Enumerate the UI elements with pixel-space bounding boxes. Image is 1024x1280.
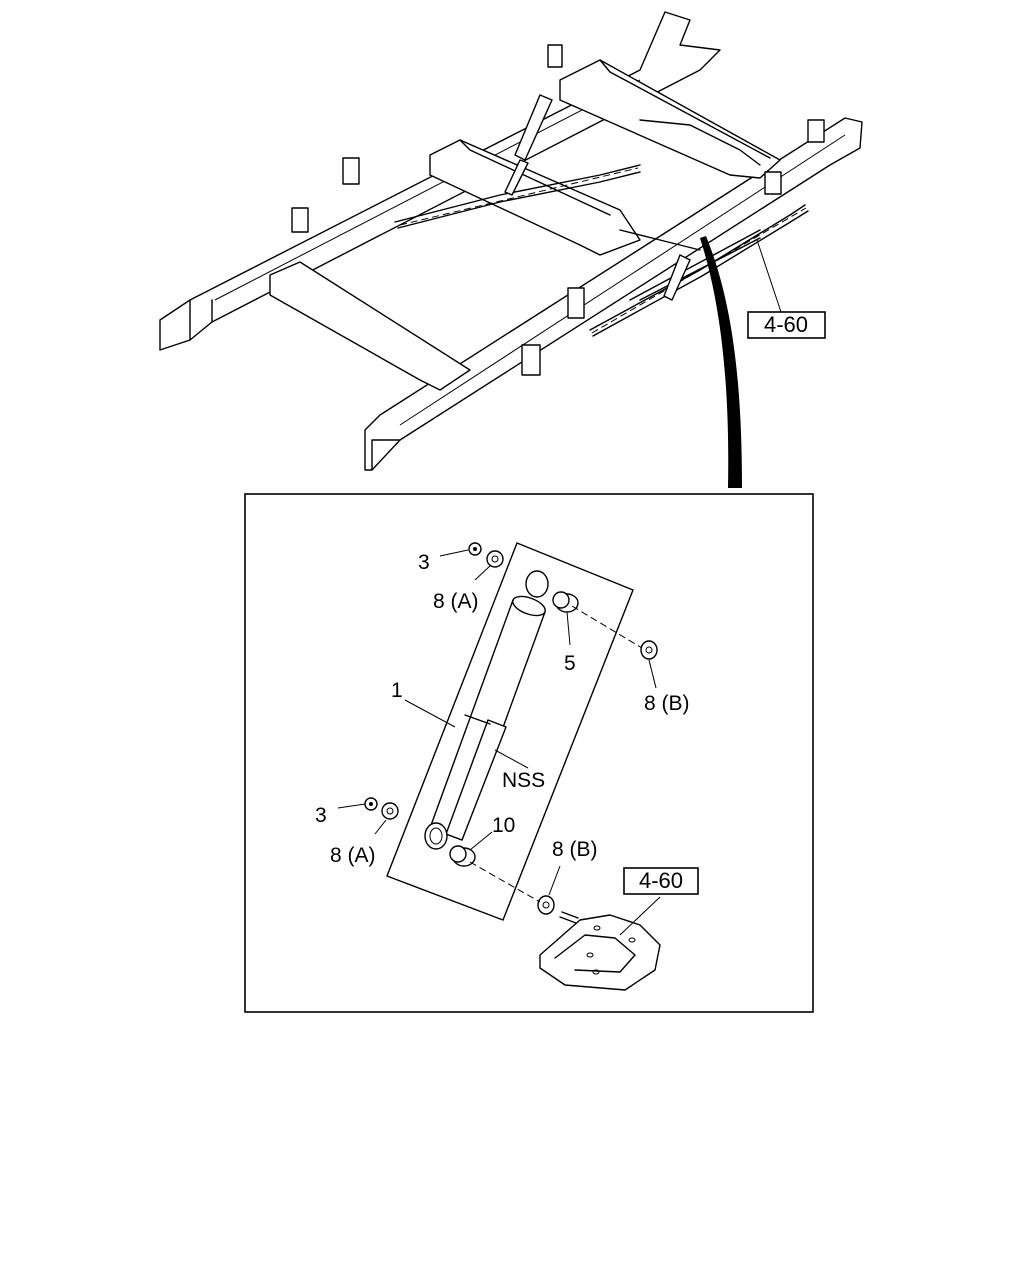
- detail-pointer-arrow: [700, 236, 742, 488]
- leaf-springs: [394, 164, 809, 337]
- shock-group-box: [386, 542, 634, 921]
- ref-box-4-60[interactable]: 4-60: [747, 311, 826, 339]
- chassis-frame-overview: 4-60: [159, 11, 863, 488]
- lower-assembly-axis: [469, 861, 541, 903]
- callout-labels: 3 8 (A) 5 8 (B) 1 NSS 3 8 (A) 10 8 (B): [315, 551, 690, 867]
- svg-text:4-60: 4-60: [639, 868, 683, 893]
- detail-frame: [244, 493, 814, 1013]
- callout-bushing-lower: 10: [492, 814, 515, 837]
- callout-nut-upper: 3: [418, 551, 430, 574]
- callout-shock-absorber: 1: [391, 679, 403, 702]
- spring-hangers: [291, 44, 825, 376]
- callout-washer-upper-b: 8 (B): [644, 692, 690, 715]
- cross-members: [269, 59, 781, 391]
- bushing-upper[interactable]: [552, 591, 579, 613]
- nut-lower[interactable]: [364, 797, 378, 811]
- callout-washer-lower-b: 8 (B): [552, 838, 598, 861]
- svg-text:4-60: 4-60: [764, 312, 808, 337]
- bushing-lower[interactable]: [449, 845, 476, 867]
- shock-absorber[interactable]: [424, 570, 549, 850]
- left-frame-rail: [159, 11, 721, 351]
- washer-lower-b[interactable]: [537, 895, 555, 915]
- detail-view: 3 8 (A) 5 8 (B) 1 NSS 3 8 (A) 10 8 (B) 4…: [244, 493, 814, 1013]
- mounting-bracket[interactable]: [539, 911, 661, 991]
- callout-washer-upper-a: 8 (A): [433, 590, 479, 613]
- bracket-ref-box-4-60[interactable]: 4-60: [623, 867, 699, 895]
- axle-outline: [639, 119, 761, 166]
- callout-nss: NSS: [502, 769, 545, 792]
- washer-upper-b[interactable]: [640, 640, 658, 660]
- callout-leaders: [337, 549, 661, 936]
- upper-assembly-axis: [571, 605, 643, 649]
- callout-washer-lower-a: 8 (A): [330, 844, 376, 867]
- washer-upper-a[interactable]: [486, 550, 504, 568]
- callout-nut-lower: 3: [315, 804, 327, 827]
- washer-lower-a[interactable]: [381, 802, 399, 820]
- callout-bushing-upper: 5: [564, 652, 576, 675]
- frame-shock-absorbers: [504, 94, 691, 301]
- ref-leader-line: [756, 239, 784, 319]
- nut-upper[interactable]: [468, 542, 482, 556]
